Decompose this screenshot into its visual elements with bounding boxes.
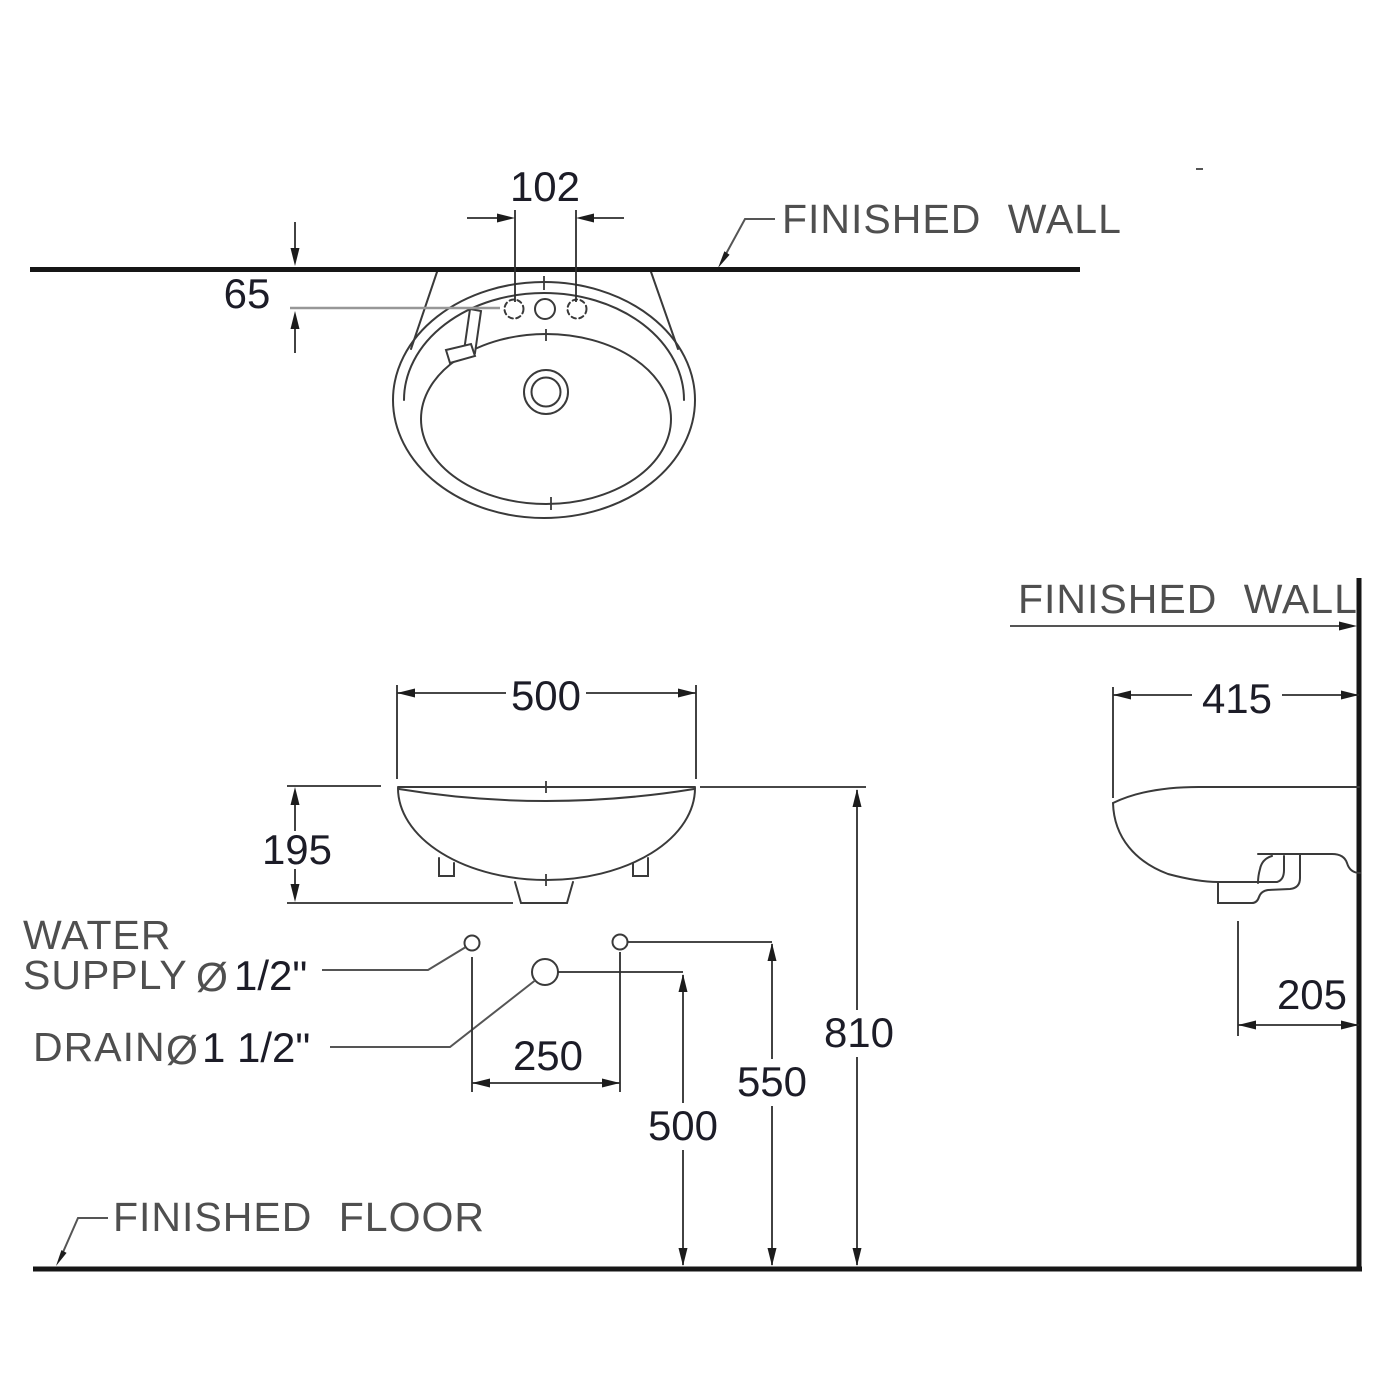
dim-500-width-value: 500 [511, 672, 581, 719]
finished-wall-callout-side: FINISHED WALL [1010, 576, 1358, 631]
faucet-hole-center [534, 298, 556, 320]
dim-415-value: 415 [1202, 675, 1272, 722]
water-supply-callout: WATER SUPPLY Ø 1/2" [23, 912, 466, 1000]
basin-inner-rim-arc [403, 292, 685, 401]
drain-leader [330, 979, 536, 1048]
dim-arrow-down [290, 884, 300, 902]
drain-diameter-symbol: Ø [166, 1027, 199, 1073]
finished-floor-leader [59, 1217, 108, 1260]
dim-arrow-left [1238, 1020, 1256, 1030]
deck-top-line [1112, 785, 1360, 804]
dim-102-hole-spacing: 102 [467, 163, 624, 302]
faucet-hole-left [503, 298, 525, 320]
dim-500-drain-height: 500 [558, 971, 718, 1266]
dim-arrow-up [678, 974, 688, 992]
drain-stub-front [514, 881, 574, 904]
dim-500-width: 500 [396, 672, 697, 779]
water-supply-label-line1: WATER [23, 912, 171, 958]
bracket-back-edge [1257, 855, 1273, 884]
dim-415-depth: 415 [1112, 675, 1359, 798]
dim-arrow-left [576, 213, 594, 223]
water-supply-size: 1/2" [234, 952, 307, 999]
side-view: FINISHED WALL 415 205 [1010, 576, 1362, 1269]
dim-arrow-left [472, 1078, 490, 1088]
dim-arrow-right [602, 1078, 620, 1088]
dim-arrow-left [1113, 690, 1131, 700]
dim-arrow-up [767, 943, 777, 961]
dim-102-value: 102 [510, 163, 580, 210]
finished-floor-label: FINISHED FLOOR [113, 1194, 485, 1240]
dim-arrow-down [767, 1248, 777, 1266]
mounting-bracket-left [438, 857, 455, 877]
drain-size: 1 1/2" [202, 1024, 310, 1071]
finished-wall-label-side: FINISHED WALL [1018, 576, 1358, 622]
finished-floor-callout: FINISHED FLOOR [56, 1194, 485, 1266]
dim-arrow-down [678, 1248, 688, 1266]
dim-arrow-down [290, 248, 300, 266]
dim-65-hole-setback: 65 [224, 222, 500, 353]
finished-floor-leader-arrow [56, 1250, 67, 1266]
drain-label: DRAIN [33, 1024, 166, 1070]
finished-wall-leader-arrow [718, 251, 730, 268]
dim-205-drain-to-wall: 205 [1237, 921, 1359, 1036]
dim-arrow-up [290, 787, 300, 805]
basin-plan [392, 268, 696, 519]
finished-wall-label-top: FINISHED WALL [782, 196, 1122, 242]
dim-810-rim-height: 810 [700, 786, 894, 1266]
dim-250-value: 250 [513, 1032, 583, 1079]
water-supply-point-right [611, 933, 629, 951]
finished-wall-underline-arrow [1339, 621, 1357, 631]
dim-arrow-down [852, 1248, 862, 1266]
dim-arrow-right [497, 213, 515, 223]
water-supply-diameter-symbol: Ø [196, 954, 229, 1000]
basin-front [397, 781, 696, 904]
mounting-bracket-right [632, 857, 649, 877]
dim-250-supply-spacing: 250 [471, 952, 621, 1092]
front-view: 500 195 WATER SUPPLY Ø 1/2" [23, 672, 1362, 1272]
dim-arrow-up [290, 311, 300, 329]
dim-arrow-right [1341, 1020, 1359, 1030]
basin-outer-rim [392, 281, 696, 519]
dim-205-value: 205 [1277, 971, 1347, 1018]
rim-taper-right-line [649, 268, 679, 350]
dim-65-value: 65 [224, 270, 271, 317]
dim-arrow-up [852, 789, 862, 807]
drain-inner-circle [530, 376, 562, 408]
faucet-hole-right [566, 298, 588, 320]
dim-arrow-right [1341, 690, 1359, 700]
dim-195-basin-depth: 195 [262, 785, 513, 904]
dim-550-value: 550 [737, 1058, 807, 1105]
mounting-bracket-side [1257, 853, 1361, 874]
water-supply-leader [322, 946, 466, 971]
drain-outer-circle [523, 369, 569, 415]
dim-arrow-left [397, 688, 415, 698]
bowl-front-profile [1112, 802, 1301, 904]
drain-callout: DRAIN Ø 1 1/2" [33, 979, 536, 1073]
basin-side-profile [1112, 785, 1361, 904]
bowl-bottom-line [1217, 855, 1285, 883]
finished-wall-leader-line [720, 218, 775, 264]
water-supply-label-line2: SUPPLY [23, 952, 188, 998]
finished-wall-callout-top: FINISHED WALL [718, 196, 1122, 268]
dim-arrow-right [678, 688, 696, 698]
dim-500-height-value: 500 [648, 1102, 718, 1149]
rough-in-points [463, 933, 629, 986]
rim-front-curve [398, 788, 695, 802]
faucet-lever-grip [444, 342, 477, 365]
water-supply-point-left [463, 934, 481, 952]
dim-550-supply-height: 550 [628, 941, 807, 1266]
drain-point [531, 958, 559, 986]
top-view: FINISHED WALL 102 65 [30, 163, 1203, 519]
dim-810-value: 810 [824, 1009, 894, 1056]
dim-195-value: 195 [262, 826, 332, 873]
